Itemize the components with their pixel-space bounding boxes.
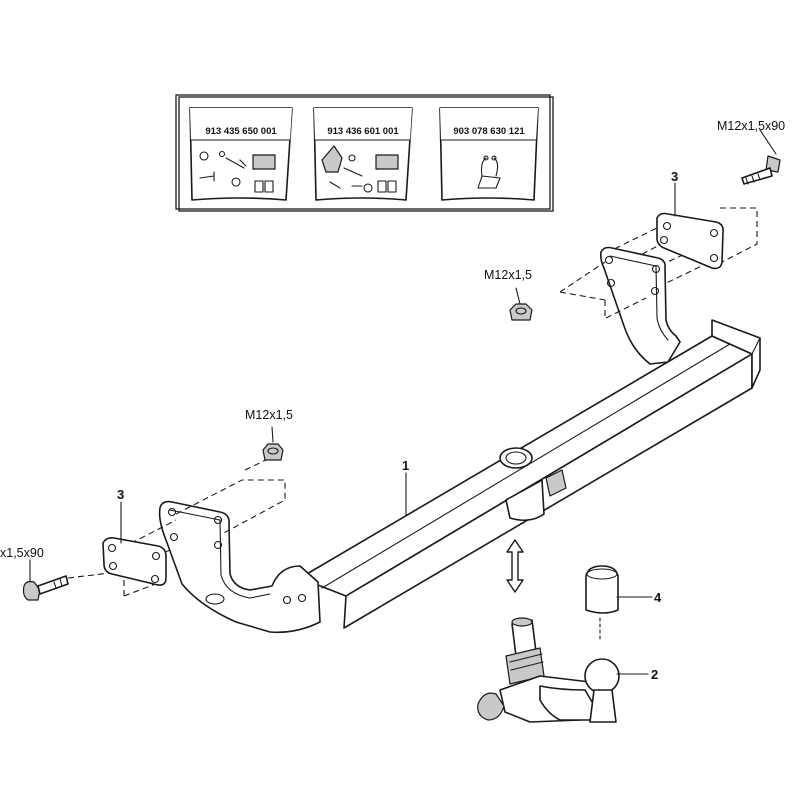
bolt-left	[22, 575, 69, 601]
kit-1-parts-icon	[199, 150, 276, 193]
side-plate-left	[158, 500, 321, 634]
callout-bracket-left: 3	[117, 487, 124, 502]
kit-code-3: 903 078 630 121	[453, 126, 525, 137]
kit-code-1: 913 435 650 001	[205, 126, 277, 137]
side-plate-right	[559, 246, 681, 365]
leader-lines	[29, 129, 777, 675]
nut-label-upper: M12x1,5	[484, 268, 532, 282]
vertical-double-arrow	[506, 539, 524, 593]
callout-cap: 4	[654, 590, 662, 605]
kit-card-3: 903 078 630 121	[439, 107, 539, 201]
crossbar	[299, 319, 761, 629]
kit-inset-box: 913 435 650 001 913 436 601 001	[175, 94, 554, 212]
kit-card-2: 913 436 601 001	[313, 107, 413, 201]
ball-assembly	[477, 617, 620, 723]
nut-upper	[509, 303, 533, 321]
callout-bracket-right: 3	[671, 169, 678, 184]
kit-code-2: 913 436 601 001	[327, 126, 399, 137]
nut-label-lower: M12x1,5	[245, 408, 293, 422]
bracket-left	[67, 457, 286, 597]
callout-ball: 2	[651, 667, 658, 682]
bolt-top-right	[741, 155, 781, 185]
kit-2-parts-icon	[321, 145, 399, 193]
cap	[585, 565, 619, 641]
bracket-right	[599, 207, 758, 291]
bolt-label-top-right: M12x1,5x90	[717, 119, 785, 133]
bolt-label-left: x1,5x90	[0, 546, 44, 560]
nut-lower	[262, 443, 284, 461]
kit-3-cable-icon	[477, 155, 501, 189]
kit-card-1: 913 435 650 001	[189, 107, 293, 201]
callout-crossbar: 1	[402, 458, 409, 473]
